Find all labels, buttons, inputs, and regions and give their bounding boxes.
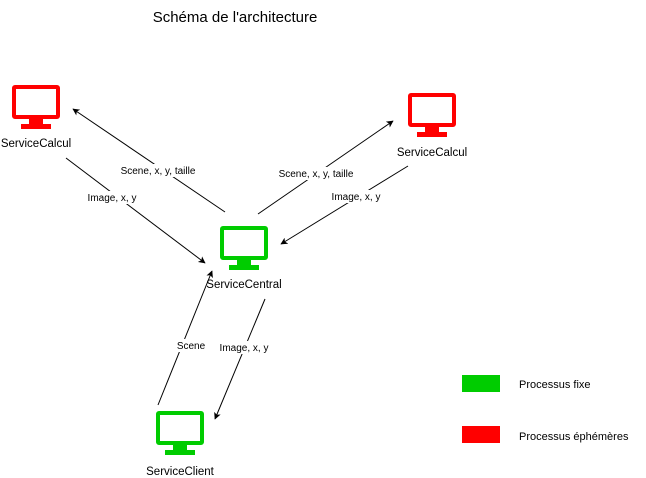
edge-label-client-to-central: Scene — [177, 341, 206, 352]
node-label: ServiceCentral — [206, 279, 281, 291]
node-label: ServiceCalcul — [1, 138, 71, 150]
legend-label-ephemeral: Processus éphémères — [519, 431, 629, 443]
edge-label-central-to-client: Image, x, y — [220, 343, 269, 354]
edge-central-to-client — [214, 298, 266, 420]
node-label: ServiceClient — [146, 466, 215, 478]
monitor-icon — [220, 226, 268, 270]
node-service-client: ServiceClient — [146, 411, 215, 478]
edge-label-calcul-right-to-central: Image, x, y — [332, 192, 381, 203]
edge-label-calcul-left-to-central: Image, x, y — [88, 193, 137, 204]
edge-client-to-central — [157, 270, 213, 406]
edge-calcul-left-to-central — [65, 157, 206, 264]
node-label: ServiceCalcul — [397, 147, 467, 159]
diagram-title: Schéma de l'architecture — [153, 9, 318, 26]
monitor-icon — [12, 85, 60, 129]
node-service-calcul-right: ServiceCalcul — [397, 93, 467, 159]
edge-central-to-calcul-left — [72, 108, 226, 213]
edge-label-central-to-calcul-right: Scene, x, y, taille — [279, 169, 354, 180]
edge-calcul-right-to-central — [280, 165, 409, 245]
edge-label-central-to-calcul-left: Scene, x, y, taille — [121, 166, 196, 177]
edge-labels: Scene, x, y, taille Image, x, y Scene, x… — [84, 164, 384, 354]
legend-swatch-ephemeral — [462, 426, 500, 443]
node-service-central: ServiceCentral — [206, 226, 282, 291]
monitor-icon — [156, 411, 204, 455]
legend-swatch-fixed — [462, 375, 500, 392]
monitor-icon — [408, 93, 456, 137]
node-service-calcul-left: ServiceCalcul — [1, 85, 71, 150]
legend: Processus fixe Processus éphémères — [462, 375, 629, 443]
legend-label-fixed: Processus fixe — [519, 379, 591, 391]
